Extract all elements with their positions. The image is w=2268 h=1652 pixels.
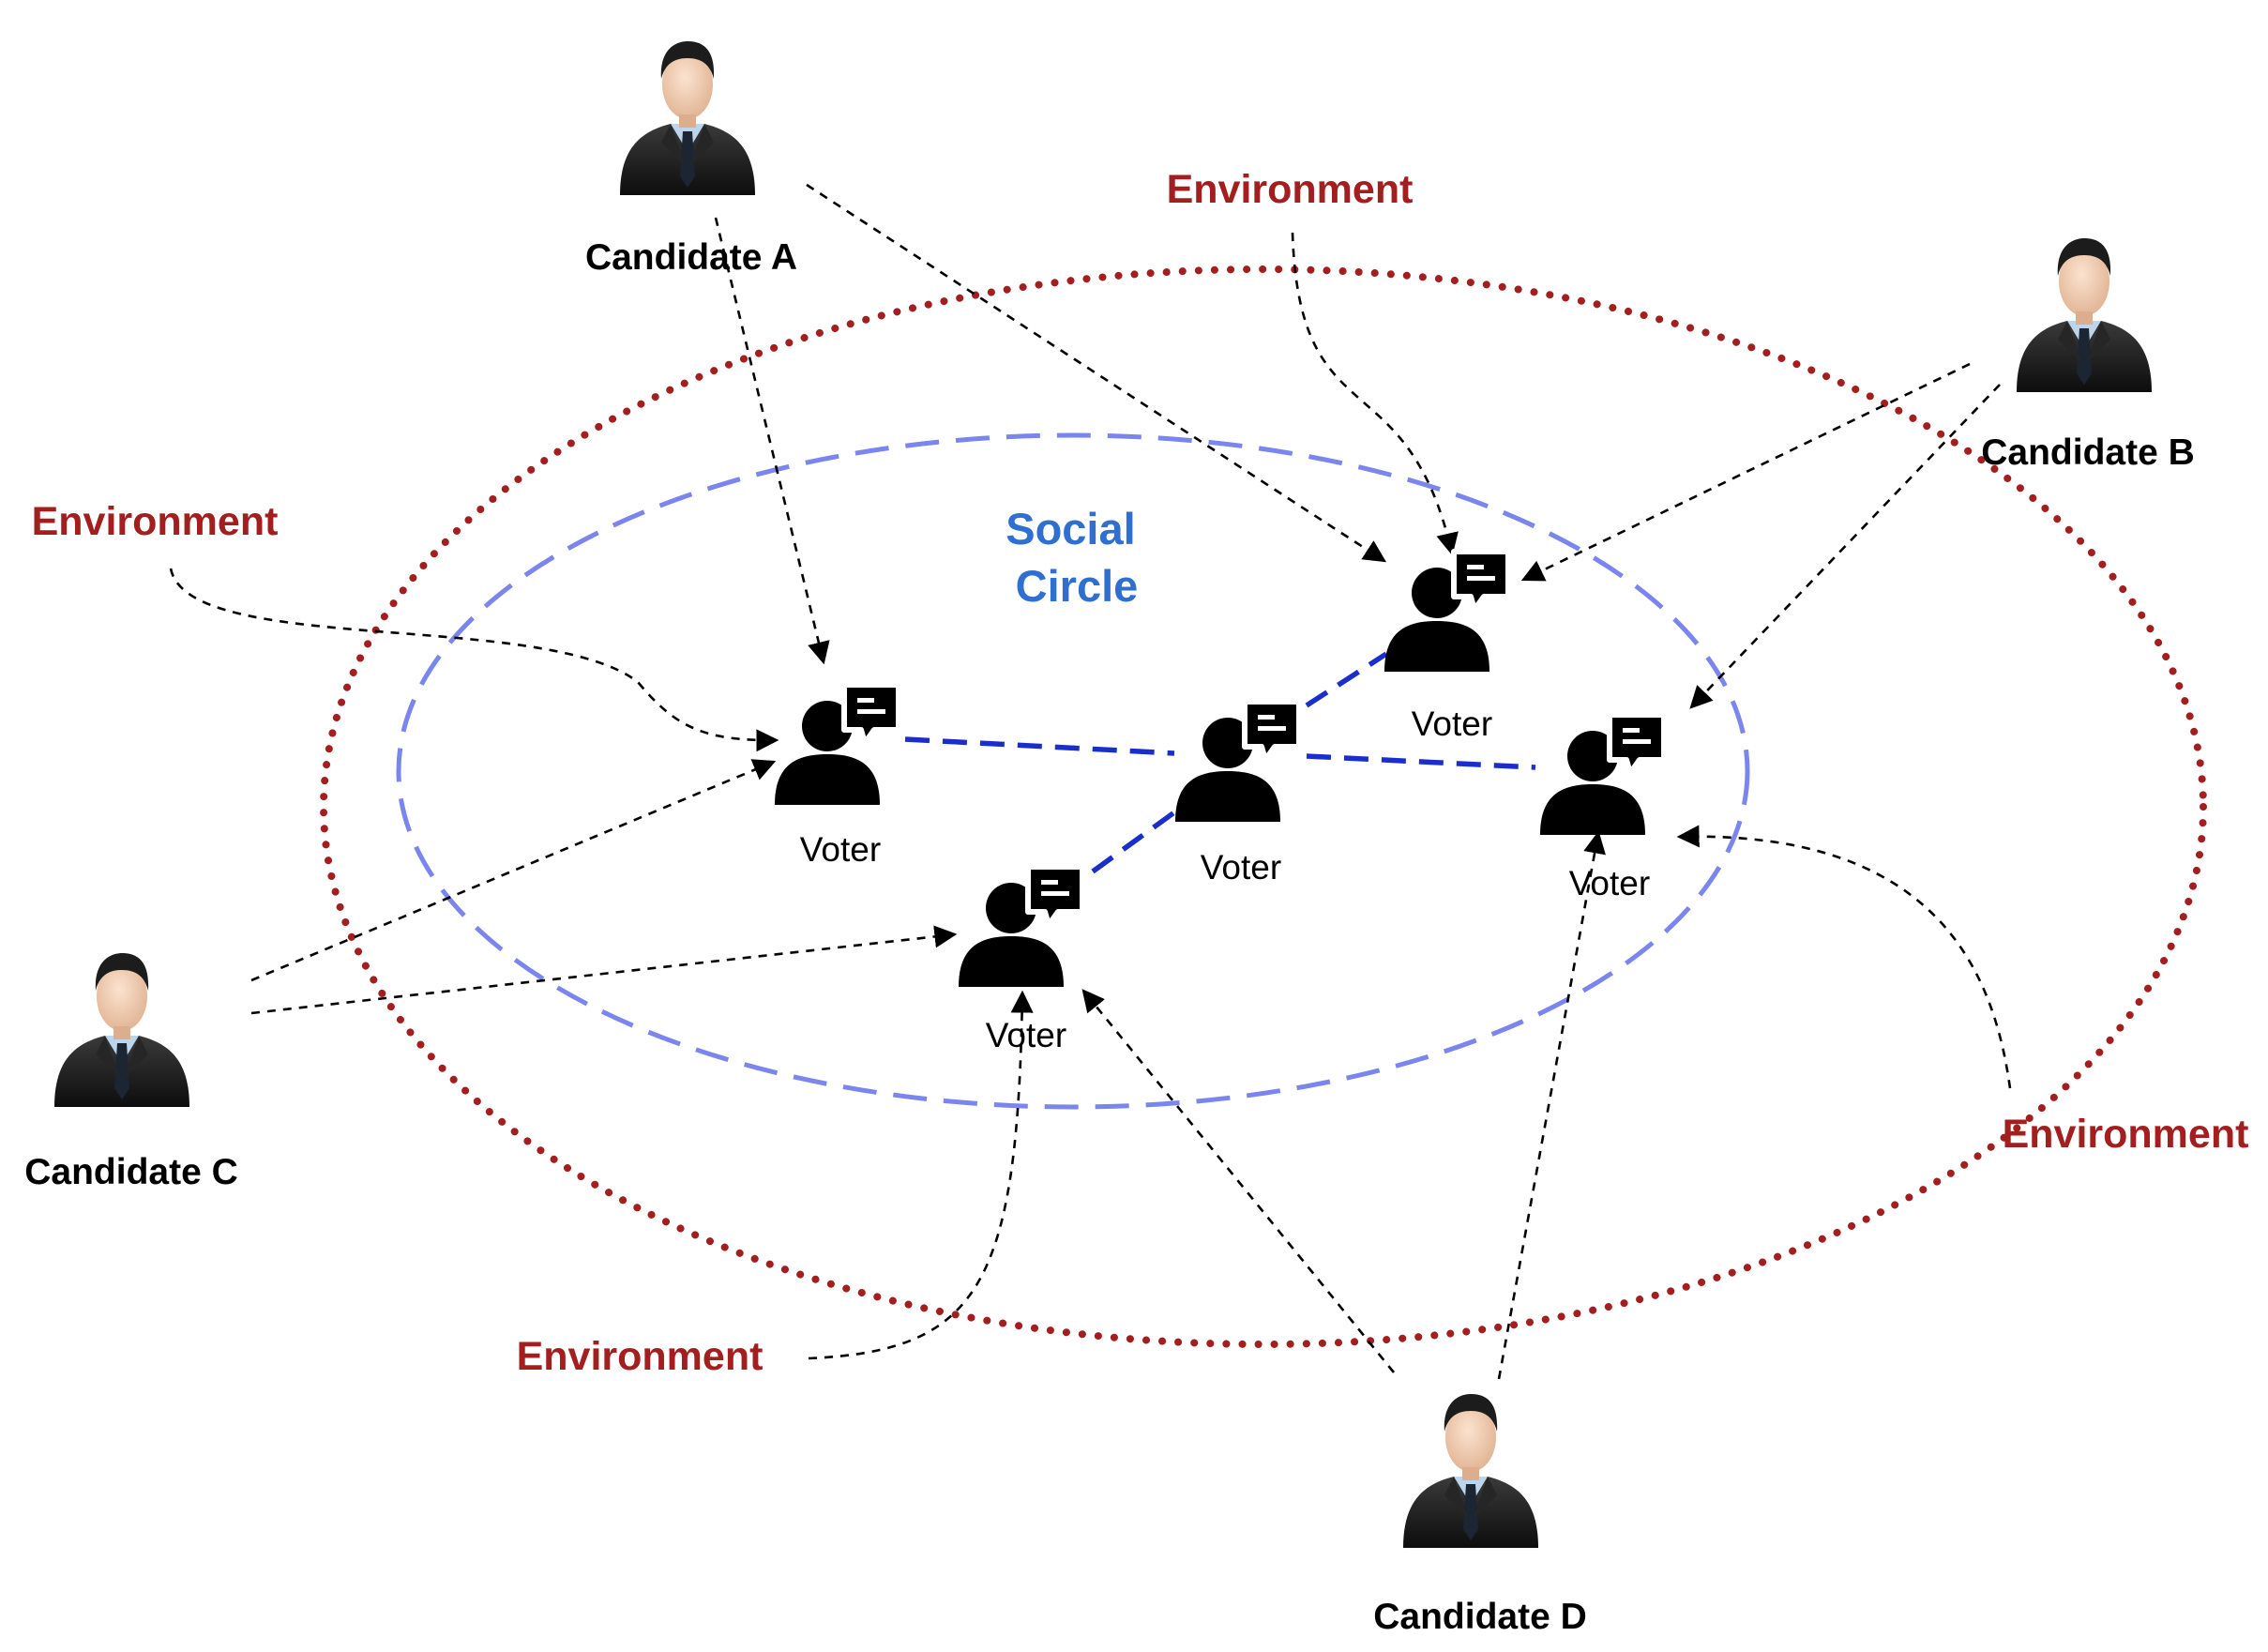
social-link-v1-v3 — [904, 736, 1175, 756]
voter-2: Voter — [1384, 552, 1508, 743]
candidate-c-businessman-icon — [54, 953, 189, 1107]
candidate-c-label: Candidate C — [24, 1152, 238, 1192]
influence-arrows — [169, 183, 2012, 1380]
social-circle-label-line-2: Circle — [1016, 561, 1139, 611]
candidate-c: Candidate C — [24, 953, 238, 1192]
environment-label-right: Environment — [2003, 1112, 2249, 1157]
voter-3: Voter — [1175, 702, 1299, 887]
candidate-a-businessman-icon — [620, 41, 755, 195]
voter-5: Voter — [1540, 715, 1664, 902]
arrow-environment-left-to-voter-1 — [169, 568, 779, 752]
voter-4: Voter — [959, 867, 1082, 1054]
candidate-a-label: Candidate A — [585, 237, 797, 278]
voter-4-user-chat-icon — [959, 867, 1082, 987]
voter-4-label: Voter — [986, 1016, 1066, 1054]
voter-1-user-chat-icon — [775, 685, 899, 805]
arrow-candidate-a-to-voter-2 — [806, 183, 1387, 563]
voter-5-user-chat-icon — [1540, 715, 1664, 835]
social-link-v3-v5 — [1306, 753, 1536, 770]
voter-2-user-chat-icon — [1384, 552, 1508, 672]
arrow-candidate-b-to-voter-5 — [1689, 384, 2001, 709]
social-links — [904, 651, 1536, 874]
voter-2-label: Voter — [1412, 705, 1492, 743]
arrow-candidate-a-to-voter-1 — [714, 217, 830, 665]
environment-label-bottom: Environment — [517, 1334, 764, 1379]
social-circle-label: Social Circle — [1005, 504, 1148, 611]
candidate-d-label: Candidate D — [1373, 1597, 1587, 1637]
arrow-environment-right-to-voter-5 — [1676, 825, 2012, 1089]
voter-3-user-chat-icon — [1175, 702, 1299, 822]
social-link-v4-v3 — [1091, 810, 1176, 874]
arrow-candidate-d-to-voter-5 — [1497, 830, 1606, 1380]
voter-3-label: Voter — [1201, 848, 1281, 887]
voter-5-label: Voter — [1569, 864, 1650, 902]
voter-1-label: Voter — [800, 830, 881, 869]
environment-label-left: Environment — [32, 499, 279, 544]
candidate-d-businessman-icon — [1403, 1394, 1538, 1548]
social-circle-boundary — [396, 432, 1750, 1110]
candidate-b: Candidate B — [1981, 238, 2195, 473]
arrow-candidate-c-to-voter-4 — [250, 925, 958, 1015]
candidate-b-businessman-icon — [2017, 238, 2152, 392]
arrow-candidate-c-to-voter-1 — [250, 759, 777, 982]
social-circle-label-line-1: Social — [1005, 504, 1135, 553]
arrow-environment-bottom-to-voter-4 — [808, 990, 1034, 1360]
environment-label-top: Environment — [1167, 167, 1414, 212]
candidate-a: Candidate A — [585, 41, 797, 278]
candidate-b-label: Candidate B — [1981, 432, 2195, 473]
arrow-candidate-b-to-voter-2 — [1520, 362, 1971, 582]
voter-1: Voter — [775, 685, 899, 869]
arrow-candidate-d-to-voter-4 — [1081, 989, 1396, 1373]
arrow-environment-top-to-voter-2 — [1291, 232, 1459, 556]
social-link-v3-v2 — [1305, 651, 1388, 708]
environment-boundary — [320, 265, 2207, 1348]
candidate-d: Candidate D — [1373, 1394, 1587, 1637]
